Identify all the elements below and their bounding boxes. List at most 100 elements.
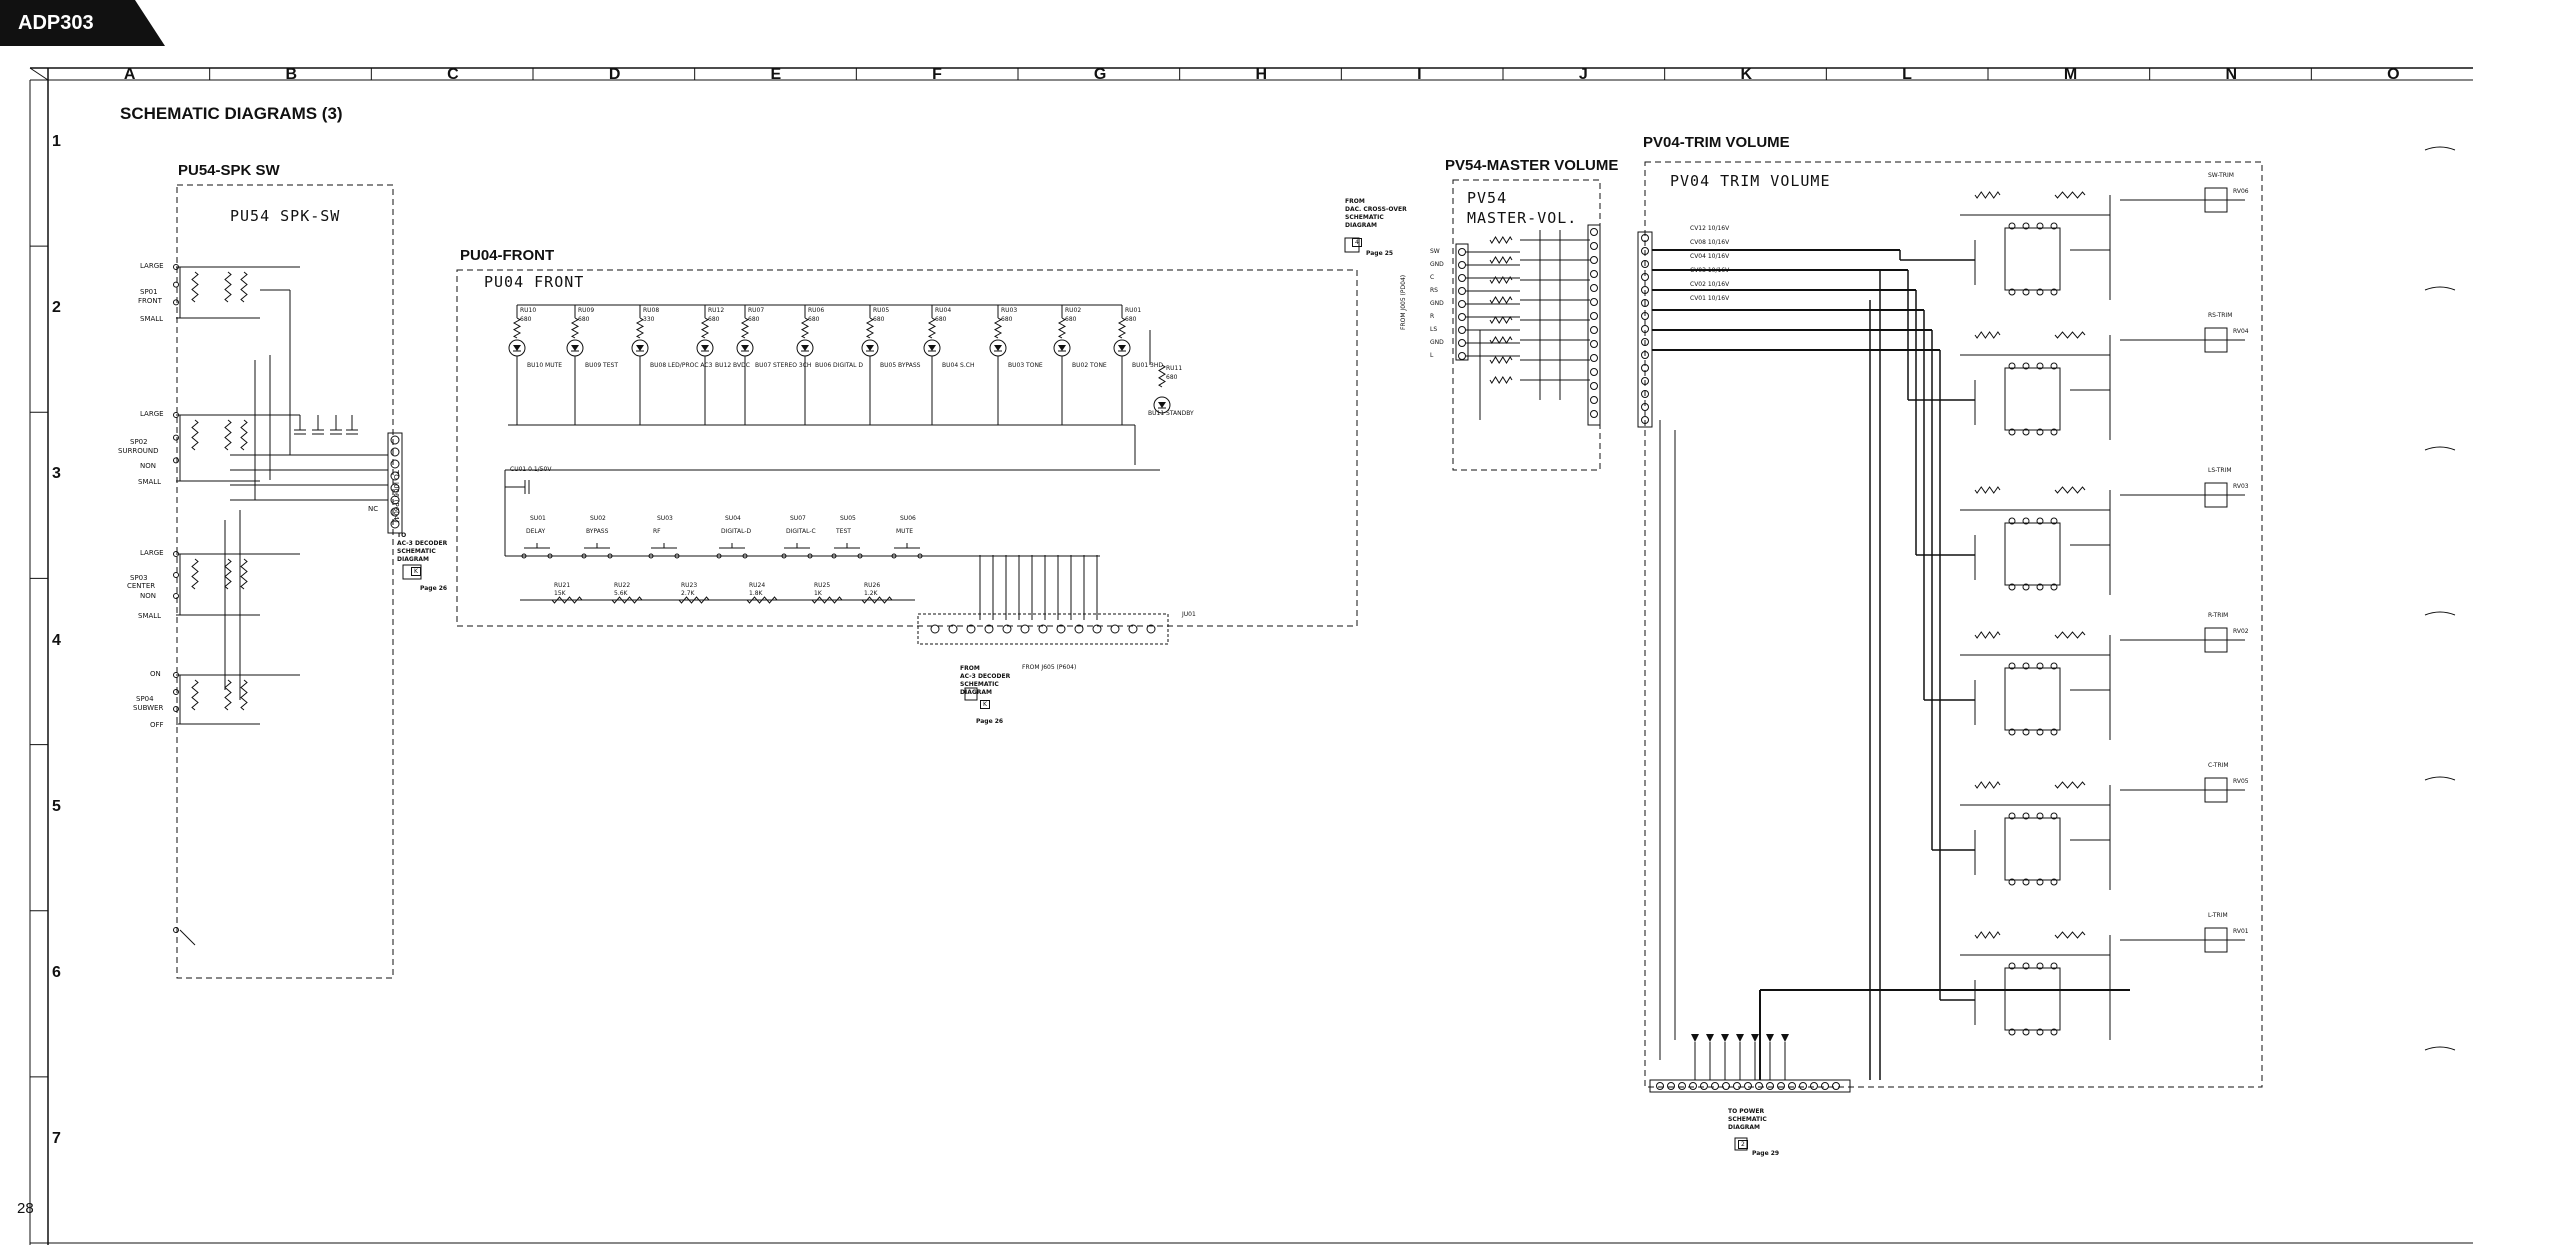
cu01-label: CU01 0.1/50V — [510, 466, 552, 473]
ju01-pin — [1128, 624, 1138, 634]
trim-resistor — [2054, 486, 2086, 494]
ic-pin — [2008, 662, 2016, 670]
switch-contact — [173, 281, 179, 288]
pv04-input-pin — [1641, 416, 1649, 424]
pv54-pin-label: SW — [1430, 248, 1440, 255]
ic-pin — [2008, 962, 2016, 970]
pv54-pin-label: LS — [1430, 326, 1438, 333]
column-label-C: C — [447, 66, 459, 83]
pv54-section-title: PV54-MASTER VOLUME — [1445, 157, 1619, 174]
margin-mark — [2424, 446, 2456, 451]
switch-ref: SU02 — [590, 515, 606, 522]
switch-contact — [173, 689, 179, 695]
ic-pin — [2022, 662, 2030, 670]
ref-schematic: SCHEMATIC — [960, 681, 999, 688]
ref-page: Page 29 — [1752, 1150, 1780, 1157]
ic-pin — [2050, 288, 2058, 296]
standby-resistor — [1158, 364, 1166, 388]
pv04-input-pin — [1641, 299, 1649, 307]
power-pin — [1799, 1082, 1807, 1090]
power-pin — [1766, 1082, 1774, 1090]
ref-box-outline — [964, 687, 978, 701]
led-resistor — [993, 317, 1003, 339]
led-symbol — [636, 345, 644, 351]
resistor-value: 680 — [808, 316, 820, 323]
diode-symbol — [1781, 1034, 1789, 1042]
ic-pin — [2022, 1028, 2030, 1036]
trim-resistor — [2054, 631, 2086, 639]
trim-resistor — [1974, 191, 2001, 199]
pu54-resistor — [224, 679, 232, 711]
label-large-center: LARGE — [140, 549, 164, 557]
led-label: BU06 DIGITAL D — [815, 362, 864, 369]
pv04-input-pin — [1641, 234, 1649, 242]
resistor-value: 680 — [578, 316, 590, 323]
column-label-N: N — [2225, 66, 2238, 83]
pv54-resistor — [1489, 316, 1513, 324]
ic-pin — [2050, 662, 2058, 670]
pv54-resistor — [1489, 336, 1513, 344]
pv54-pin — [1458, 313, 1466, 321]
trim-input-cap: CV03 10/16V — [1690, 267, 1730, 274]
pv04-input-pin — [1641, 247, 1649, 255]
trim-resistor — [2054, 191, 2086, 199]
pu54-resistor — [224, 271, 232, 303]
ic-pin — [2050, 222, 2058, 230]
led-resistor — [1117, 317, 1127, 339]
pv54-resistor — [1489, 376, 1513, 384]
column-label-F: F — [932, 66, 942, 83]
ic-pin — [2022, 288, 2030, 296]
trim-resistor — [1974, 931, 2001, 939]
label-non-center: NON — [140, 592, 156, 600]
pu54-resistor — [191, 271, 199, 303]
label-sp04: SP04 — [136, 695, 154, 703]
pu54-section-title: PU54-SPK SW — [178, 162, 280, 179]
pu54-resistor — [191, 679, 199, 711]
ju01-pin — [930, 624, 940, 634]
ic-pin — [2008, 812, 2016, 820]
led-label: BU09 TEST — [585, 362, 618, 369]
connector-pin — [390, 471, 400, 481]
led-label: BU04 S.CH — [942, 362, 975, 369]
switch-resistor-ref: RU25 — [814, 582, 831, 589]
margin-mark — [2424, 611, 2456, 616]
switch-name: TEST — [836, 528, 851, 535]
ic-pin — [2036, 1028, 2044, 1036]
led-symbol — [866, 345, 874, 351]
led-resistor — [865, 317, 875, 339]
pv04-input-pin — [1641, 260, 1649, 268]
label-large-front: LARGE — [140, 262, 164, 270]
resistor-ref: RU06 — [808, 307, 825, 314]
pv04-dashed-box — [1644, 161, 2263, 1088]
label-non-surround: NON — [140, 462, 156, 470]
resistor-value: 680 — [1166, 374, 1178, 381]
power-pin — [1733, 1082, 1741, 1090]
pv54-pin — [1458, 274, 1466, 282]
pv54-connector-in — [1455, 243, 1469, 361]
pv54-pin-label: L — [1430, 352, 1434, 359]
led-label: BU07 STEREO 3CH — [755, 362, 812, 369]
led-symbol — [928, 345, 936, 351]
ic-pin — [2008, 878, 2016, 886]
margin-mark — [2424, 776, 2456, 781]
margin-mark — [2424, 1046, 2456, 1051]
led-symbol — [1158, 402, 1166, 408]
label-nc: NC — [368, 505, 379, 513]
led-symbol — [801, 345, 809, 351]
pv54-pin-label: C — [1430, 274, 1435, 281]
resistor-value: 680 — [708, 316, 720, 323]
power-pin — [1821, 1082, 1829, 1090]
switch-contact — [173, 706, 179, 712]
pv54-out-pin — [1590, 298, 1598, 306]
ref-to: TO — [397, 532, 407, 539]
ju01-pin — [1092, 624, 1102, 634]
column-label-L: L — [1902, 66, 1912, 83]
ic-pin — [2022, 878, 2030, 886]
pv54-pin — [1458, 352, 1466, 360]
ic-pin — [2050, 962, 2058, 970]
pv54-pin-label: RS — [1430, 287, 1438, 294]
pu04-dashed-box — [456, 269, 1358, 627]
ic-pin — [2022, 812, 2030, 820]
resistor-value: 680 — [748, 316, 760, 323]
pv54-out-pin — [1590, 382, 1598, 390]
